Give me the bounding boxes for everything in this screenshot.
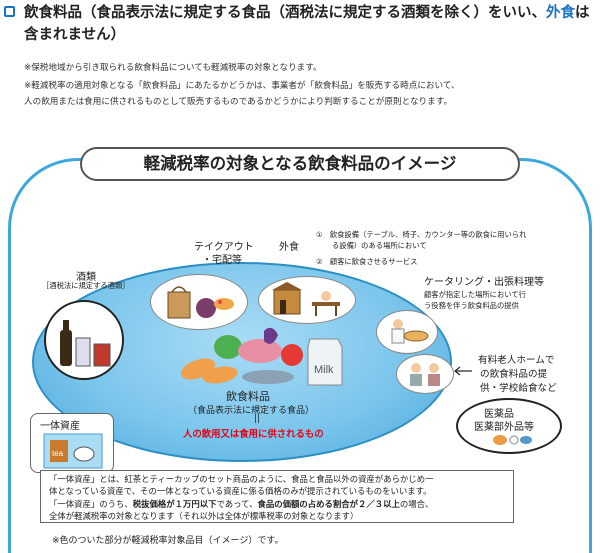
explanation-3c: であって、 — [216, 498, 258, 509]
restaurant-icon — [272, 282, 340, 316]
catering-icon — [391, 319, 429, 344]
gaishoku-note-1a: ① 飲食設備（テーブル、椅子、カウンター等の飲食に用いられ — [316, 230, 527, 239]
medicine-label-2: 医薬部外品等 — [474, 422, 534, 433]
medicine-circle — [456, 398, 562, 454]
tea-label: tea — [52, 449, 64, 458]
takeout-label-2: ・宅配等 — [202, 255, 242, 266]
explanation-line-3: 「一体資産」のうち、税抜価格が１万円以下であって、食品の価額の占める割合が２／３… — [49, 498, 505, 510]
explanation-3d: 食品の価額の占める割合が２／３以上 — [257, 498, 400, 509]
milk-label: Milk — [314, 364, 334, 376]
gaishoku-note-2: ② 顧客に飲食させるサービス — [316, 257, 418, 266]
note-2: ※軽減税率の適用対象となる「飲食料品」にあたるかどうかは、事業者が「飲食料品」を… — [24, 81, 460, 91]
page-heading: 飲食料品（食品表示法に規定する食品（酒税法に規定する酒類を除く）をいい、外食は含… — [24, 2, 592, 46]
bundled-asset-explanation: 「一体資産」とは、紅茶とティーカップのセット商品のように、食品と食品以外の資産が… — [40, 470, 514, 523]
food-equals: || — [254, 414, 261, 424]
food-red-label: 人の飲用又は食用に供されるもの — [183, 429, 324, 440]
panel-title: 軽減税率の対象となる飲食料品のイメージ — [80, 147, 520, 181]
bundled-asset-label: 一体資産 — [40, 421, 80, 432]
pills-icon — [493, 435, 532, 445]
medicine-label-1: 医薬品 — [484, 409, 514, 420]
explanation-line-2: 体となっている資産で、その一体となっている資産に係る価格のみが提示されているもの… — [49, 486, 432, 497]
gaishoku-label: 外食 — [279, 242, 299, 253]
nursing-label-2: の飲食料品の提 — [480, 369, 548, 380]
catering-note-1: 顧客が指定した場所において行 — [424, 290, 526, 299]
tea-set-icon: tea — [43, 433, 103, 469]
checkbox-icon — [4, 6, 15, 17]
heading-text-1: 飲食料品（食品表示法に規定する食品（酒税法に規定する酒類を除く）をいい、 — [24, 5, 546, 21]
nursing-label-1: 有料老人ホームで — [478, 355, 555, 366]
groceries-icon: Milk — [180, 327, 343, 386]
explanation-3e: の場合、 — [399, 498, 434, 509]
catering-note-2: う役務を伴う飲食料品の提供 — [424, 301, 519, 310]
food-main-label: 飲食料品 — [226, 390, 270, 403]
alcohol-label: 酒類 — [76, 272, 96, 283]
explanation-line-4: 全体が軽減税率の対象となります（それ以外は全体が標準税率の対象となります） — [49, 511, 359, 522]
takeout-bag-icon — [167, 286, 234, 319]
note-1: ※保税地域から引き取られる飲食料品についても軽減税率の対象となります。 — [24, 63, 322, 73]
note-3: 人の飲用または食用に供されるものとして販売するものであるかどうかにより判断するこ… — [24, 97, 453, 107]
takeout-label-1: テイクアウト — [194, 242, 254, 253]
arrow-icon — [454, 366, 472, 376]
elderly-icon — [410, 363, 440, 386]
catering-label: ケータリング・出張料理等 — [424, 277, 544, 288]
footnote: ※色のついた部分が軽減税率対象品目（イメージ）です。 — [52, 536, 284, 546]
explanation-3a: 「一体資産」のうち、 — [49, 498, 133, 509]
alcohol-bottles-icon — [60, 320, 111, 367]
heading-text-2: は含まれません） — [24, 5, 590, 43]
gaishoku-note-1b: る設備）のある場所において — [332, 241, 427, 250]
nursing-label-3: 供・学校給食など — [480, 383, 557, 394]
food-sub-label: （食品表示法に規定する食品） — [188, 406, 315, 416]
catering-circle — [376, 310, 438, 354]
explanation-line-1: 「一体資産」とは、紅茶とティーカップのセット商品のように、食品と食品以外の資産が… — [49, 474, 434, 484]
alcohol-sublabel: ［酒税法に規定する酒類］ — [42, 281, 130, 290]
explanation-3b: 税抜価格が１万円以下 — [132, 498, 217, 509]
heading-gaishoku: 外食 — [546, 5, 575, 21]
nursing-home-circle — [396, 354, 454, 394]
